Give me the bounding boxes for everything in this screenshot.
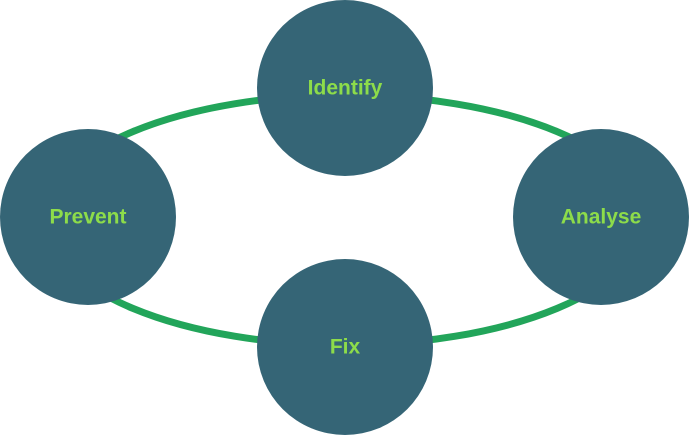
node-prevent-circle xyxy=(0,129,176,305)
node-prevent: Prevent xyxy=(0,129,176,305)
node-fix-label: Fix xyxy=(330,336,361,359)
node-analyse: Analyse xyxy=(513,129,689,305)
node-identify-label: Identify xyxy=(308,77,383,100)
node-fix: Fix xyxy=(257,259,433,435)
node-prevent-label: Prevent xyxy=(49,206,126,229)
node-analyse-circle xyxy=(513,129,689,305)
node-fix-circle xyxy=(257,259,433,435)
node-identify: Identify xyxy=(257,0,433,176)
node-identify-circle xyxy=(257,0,433,176)
node-analyse-label: Analyse xyxy=(561,206,642,229)
